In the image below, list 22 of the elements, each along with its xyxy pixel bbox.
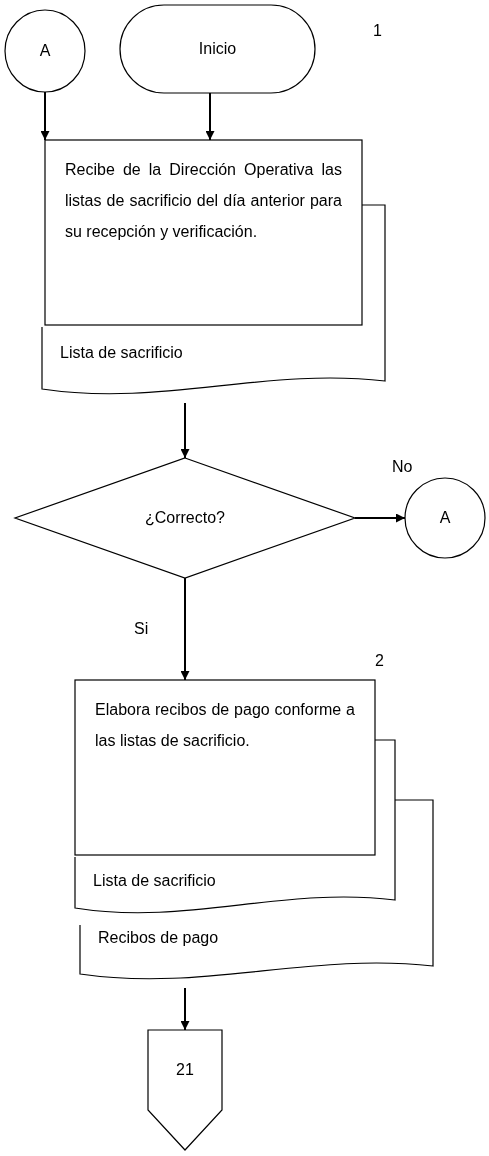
node-text: 21 (176, 1060, 194, 1080)
node-text: Elabora recibos de pago conforme a las listas de sacrificio. (95, 700, 355, 751)
arrow (180, 402, 190, 459)
connector-circle (5, 10, 85, 92)
step-number: 2 (375, 652, 384, 670)
off-page-connector (148, 1030, 222, 1150)
arrow (180, 987, 190, 1031)
connector-circle (405, 478, 485, 558)
node-text: Lista de sacrificio (93, 871, 216, 891)
node-text: ¿Correcto? (145, 508, 225, 528)
node-text: Recibe de la Dirección Operativa las listas de sacrificio del día anterior para su recepción y verificación. (65, 160, 342, 242)
node-text: Lista de sacrificio (60, 343, 183, 363)
step-number: 1 (373, 22, 382, 40)
arrow (205, 92, 215, 141)
arrow (354, 513, 406, 523)
arrow (180, 577, 190, 681)
node-text: A (439, 508, 451, 528)
decision-diamond (15, 458, 355, 578)
node-text: Inicio (198, 39, 237, 59)
node-text: Recibos de pago (98, 928, 219, 948)
node-text: A (39, 41, 51, 61)
arrow (40, 91, 50, 141)
